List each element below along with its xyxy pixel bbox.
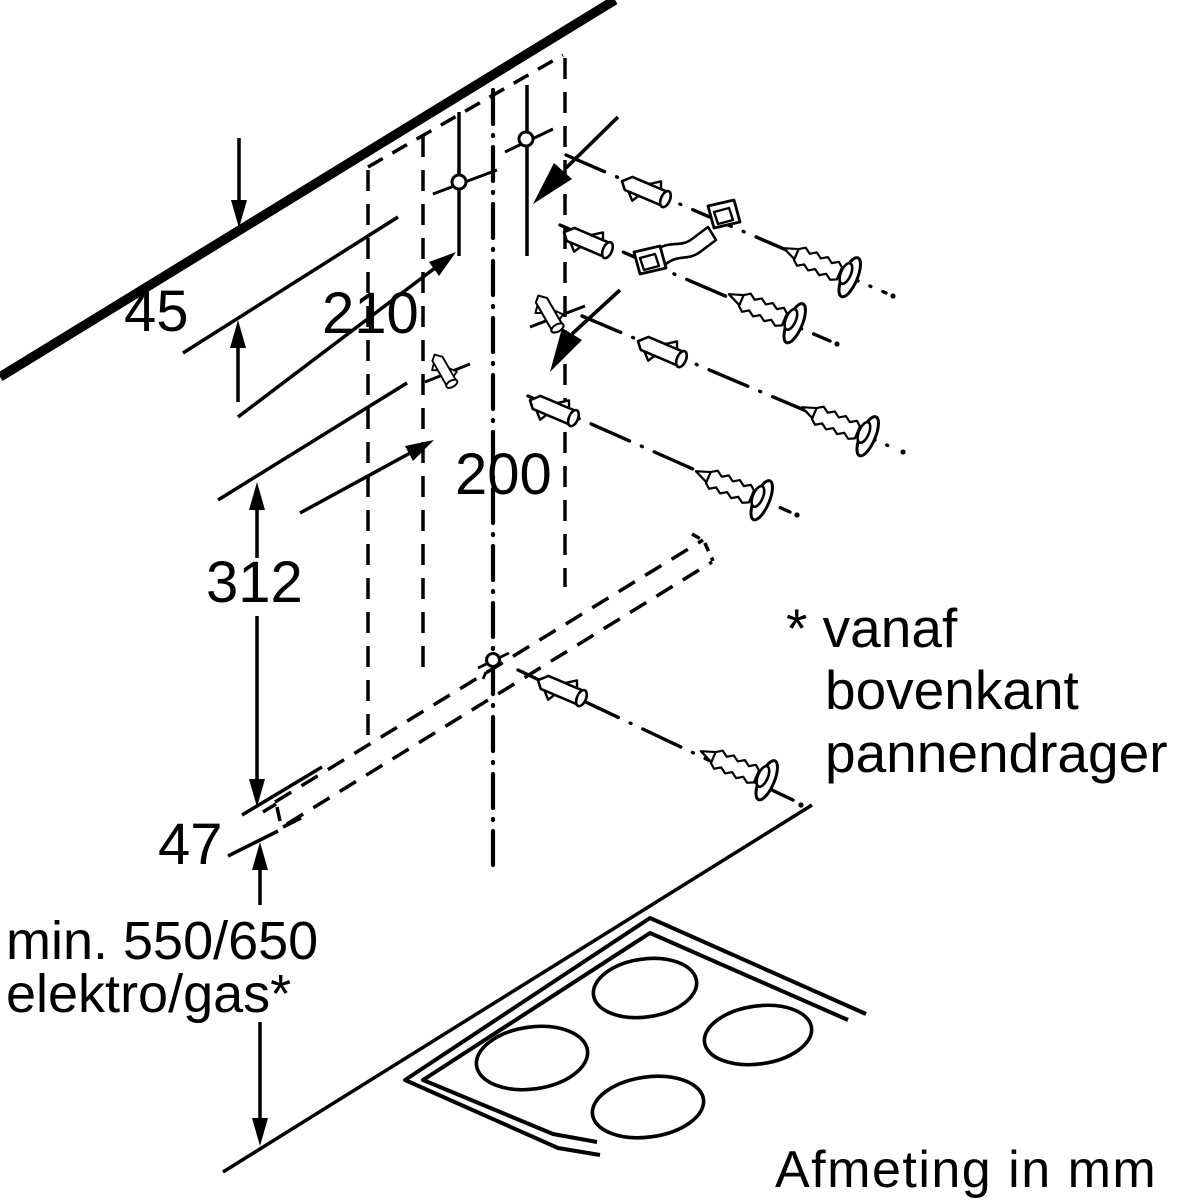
dim-47-label: 47 bbox=[158, 812, 223, 877]
burner bbox=[591, 956, 699, 1020]
dimension-min-height: min. 550/650 elektro/gas* bbox=[6, 911, 318, 1146]
dimension-200: 200 bbox=[299, 440, 552, 515]
screw-icon bbox=[690, 731, 784, 805]
min-height-label-2: elektro/gas* bbox=[6, 964, 291, 1024]
caption: Afmeting in mm bbox=[775, 1141, 1157, 1199]
wall-plug-icon bbox=[557, 217, 619, 267]
burner bbox=[702, 1003, 814, 1067]
min-height-label-1: min. 550/650 bbox=[6, 911, 318, 971]
inserted-plug-right bbox=[527, 288, 586, 338]
insertion-arrow-lower bbox=[550, 288, 622, 372]
screw-icon bbox=[718, 274, 812, 348]
dim-210-label: 210 bbox=[322, 281, 419, 346]
screw-icon bbox=[773, 228, 867, 302]
wall-plug-icon bbox=[615, 166, 677, 216]
screw-icon bbox=[791, 387, 885, 461]
cooktop bbox=[222, 803, 867, 1174]
inserted-plug-left bbox=[424, 348, 471, 393]
dimension-47: 47 bbox=[158, 812, 279, 905]
drill-hole-upper-left bbox=[432, 168, 498, 196]
ceiling-edge-line bbox=[0, 0, 618, 382]
footnote: * vanaf bovenkant pannendrager bbox=[786, 597, 1168, 784]
burner bbox=[474, 1024, 590, 1092]
template-top-edge bbox=[367, 53, 564, 169]
hob-inner-outline bbox=[421, 931, 849, 1144]
dim-312-label: 312 bbox=[206, 550, 303, 615]
wall-plug-icon bbox=[523, 385, 585, 435]
footnote-line-2: bovenkant bbox=[825, 659, 1079, 721]
dimension-312: 312 bbox=[206, 381, 408, 817]
mounting-template bbox=[366, 53, 586, 873]
dim-200-label: 200 bbox=[455, 442, 552, 507]
dim-45-label: 45 bbox=[124, 279, 189, 344]
screw-icon bbox=[685, 451, 779, 525]
hood-top-outline bbox=[262, 532, 715, 829]
hardware-rows bbox=[516, 115, 906, 808]
chimney-bracket bbox=[632, 198, 742, 276]
dimension-45: 45 bbox=[124, 138, 399, 402]
footnote-line-3: pannendrager bbox=[825, 722, 1168, 784]
footnote-line-1: * vanaf bbox=[786, 597, 958, 659]
insertion-arrow-upper bbox=[533, 115, 620, 204]
dimension-210: 210 bbox=[236, 252, 456, 419]
wall-plug-icon bbox=[531, 665, 593, 715]
hob-outer-outline bbox=[403, 916, 867, 1157]
hood-screw-hole bbox=[477, 651, 510, 680]
soffit-line bbox=[182, 215, 399, 355]
burner bbox=[590, 1074, 706, 1140]
drill-hole-upper-right bbox=[504, 127, 554, 154]
counter-edge-line bbox=[222, 803, 813, 1174]
wall-plug-icon bbox=[631, 326, 693, 376]
